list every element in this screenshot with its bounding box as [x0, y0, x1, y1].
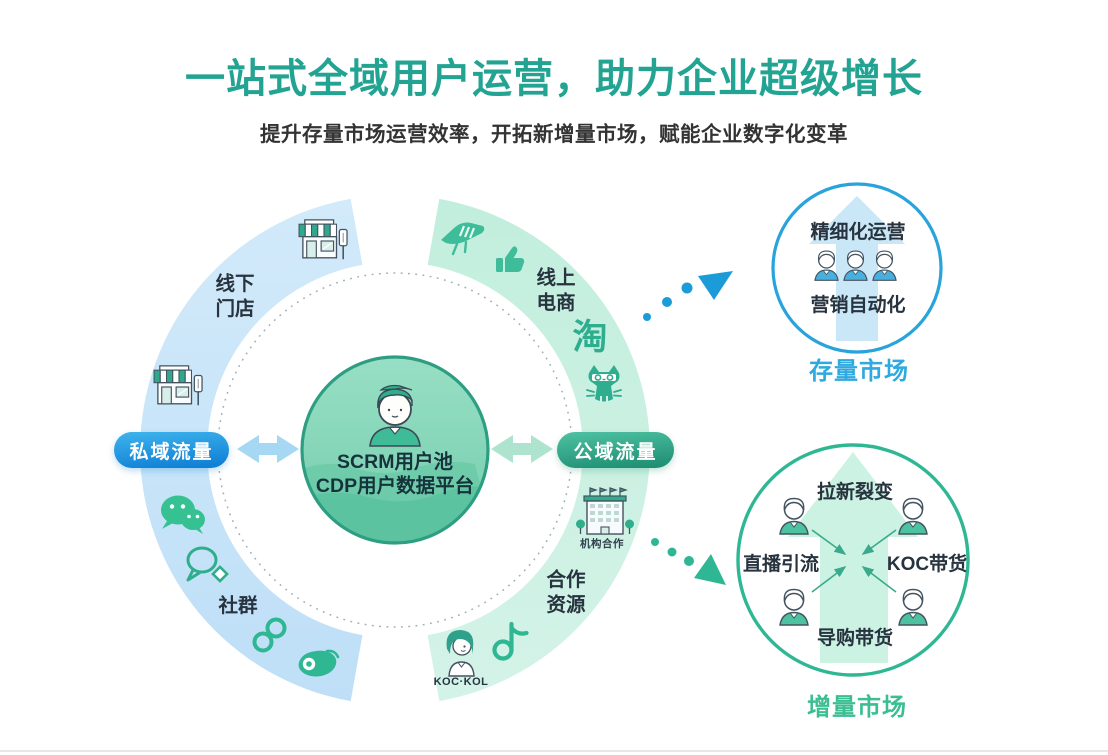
- chat-bubble-icon: [186, 546, 229, 583]
- thumbs-up-icon: [496, 246, 525, 272]
- scrm-pool-label: SCRM用户池: [337, 451, 453, 473]
- public-traffic-pill: 公域流量: [557, 432, 674, 468]
- converging-arrows: [811, 529, 897, 593]
- stock-market-circle: [771, 182, 943, 354]
- live-stream-label: 直播引流: [742, 554, 819, 575]
- user-avatar-icon: [369, 384, 421, 447]
- org-cooperation-label: 机构合作: [580, 538, 624, 550]
- page-title: 一站式全域用户运营，助力企业超级增长: [185, 57, 923, 101]
- growth-arrow-icon: [809, 196, 905, 341]
- cooperation-resources-label: 合作资源: [546, 569, 586, 617]
- left-sync-arrow-icon: [237, 435, 299, 463]
- flying-mascot-icon: [441, 222, 485, 256]
- wechat-icon: [161, 495, 205, 534]
- community-label: 社群: [218, 595, 258, 617]
- incremental-market-label: 增量市场: [807, 694, 907, 721]
- tmall-cat-icon: [586, 365, 622, 402]
- online-ecommerce-label: 线上电商: [536, 267, 576, 315]
- building-icon: [576, 487, 634, 535]
- taobao-icon: 淘: [572, 318, 607, 357]
- growth-arrow-icon: [788, 452, 918, 663]
- new-user-fission-label: 拉新裂变: [816, 482, 893, 503]
- center-platform-text: SCRM用户池 CDP用户数据平台: [300, 450, 490, 499]
- public-domain-band: [427, 198, 650, 702]
- guide-sales-label: 导购带货: [816, 628, 893, 649]
- incremental-market-circle: [736, 443, 970, 677]
- offline-store-label: 线下门店: [215, 273, 255, 321]
- flow-arrow-to-stock-market: [643, 271, 733, 321]
- koc-person-icon: [446, 630, 475, 677]
- koc-kol-label: KOC·KOL: [433, 676, 489, 688]
- tiktok-icon: [492, 621, 529, 661]
- marketing-automation-label: 营销自动化: [810, 295, 906, 316]
- weibo-icon: [298, 649, 340, 677]
- koc-sales-label: KOC带货: [886, 554, 968, 575]
- refined-operations-label: 精细化运营: [810, 222, 906, 243]
- cdp-platform-label: CDP用户数据平台: [315, 475, 475, 498]
- infinity-icon: [252, 617, 287, 653]
- page-subtitle: 提升存量市场运营效率，开拓新增量市场，赋能企业数字化变革: [260, 123, 848, 146]
- flow-arrow-to-incremental-market: [651, 538, 726, 585]
- private-traffic-pill: 私域流量: [114, 432, 229, 468]
- right-sync-arrow-icon: [491, 435, 553, 463]
- stock-market-label: 存量市场: [809, 358, 909, 385]
- page-bottom-divider: [0, 750, 1108, 752]
